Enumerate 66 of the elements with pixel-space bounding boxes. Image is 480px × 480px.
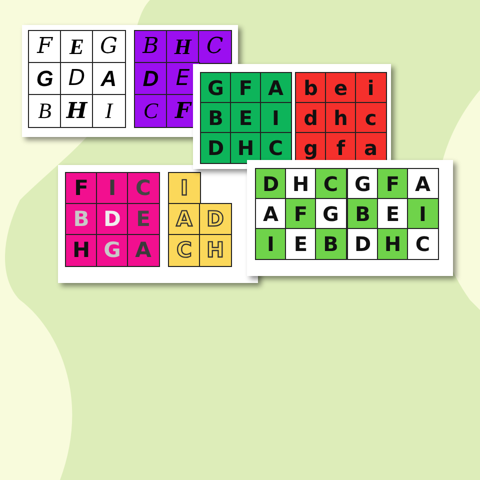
letter: F (386, 174, 400, 194)
letter: b (304, 78, 318, 98)
letter: E (176, 68, 190, 90)
letter: I (108, 178, 116, 199)
letter: I (267, 234, 274, 254)
letter: C (415, 234, 430, 254)
letter: I (180, 178, 188, 199)
letter: B (38, 100, 52, 122)
letter: H (292, 174, 310, 194)
letter: a (364, 138, 378, 158)
letter: C (323, 174, 338, 194)
letter: i (367, 78, 374, 98)
letter: G (100, 36, 118, 58)
letter: B (142, 36, 159, 58)
letter: H (237, 138, 254, 158)
letter: D (262, 174, 280, 194)
letter: H (66, 100, 88, 122)
letter: C (268, 138, 284, 158)
letter: H (384, 234, 402, 254)
letter: H (72, 240, 90, 261)
letter: C (136, 178, 151, 199)
letter: G (354, 174, 371, 194)
letter: I (272, 108, 280, 128)
letter: E (294, 234, 308, 254)
letter: I (419, 204, 426, 224)
letter: G (208, 78, 224, 98)
letter: E (386, 204, 400, 224)
letter: B (208, 108, 224, 128)
letter: e (334, 78, 348, 98)
letter: B (323, 234, 338, 254)
letter: A (263, 204, 278, 224)
letter: G (322, 204, 339, 224)
letter: F (294, 204, 308, 224)
letter: f (336, 138, 346, 158)
letter: E (136, 208, 150, 230)
letter: C (206, 36, 224, 58)
letter: A (135, 240, 152, 261)
letter: G (36, 68, 54, 90)
letter: g (304, 138, 318, 158)
letter: E (69, 36, 84, 58)
letter: H (174, 36, 192, 58)
letter: H (206, 240, 224, 261)
letter: F (74, 178, 88, 199)
letter: F (238, 78, 253, 98)
letter: F (174, 100, 191, 122)
letter: D (354, 234, 372, 254)
letter: B (73, 208, 90, 230)
letter: d (304, 108, 318, 128)
letter: D (142, 68, 159, 90)
letter: E (238, 108, 253, 128)
letter: G (104, 240, 121, 261)
letter: D (68, 68, 86, 90)
letter: A (268, 78, 284, 98)
letter: D (104, 208, 121, 230)
letter: C (176, 240, 192, 261)
letter: h (334, 108, 348, 128)
letter: I (105, 100, 112, 122)
letter: A (100, 68, 117, 90)
letter: C (143, 100, 158, 122)
letter: c (364, 108, 377, 128)
letter: A (176, 208, 192, 230)
letter: A (415, 174, 430, 194)
letter: D (207, 138, 224, 158)
letter: F (37, 36, 52, 58)
letter: D (206, 208, 224, 230)
letter: B (355, 204, 370, 224)
